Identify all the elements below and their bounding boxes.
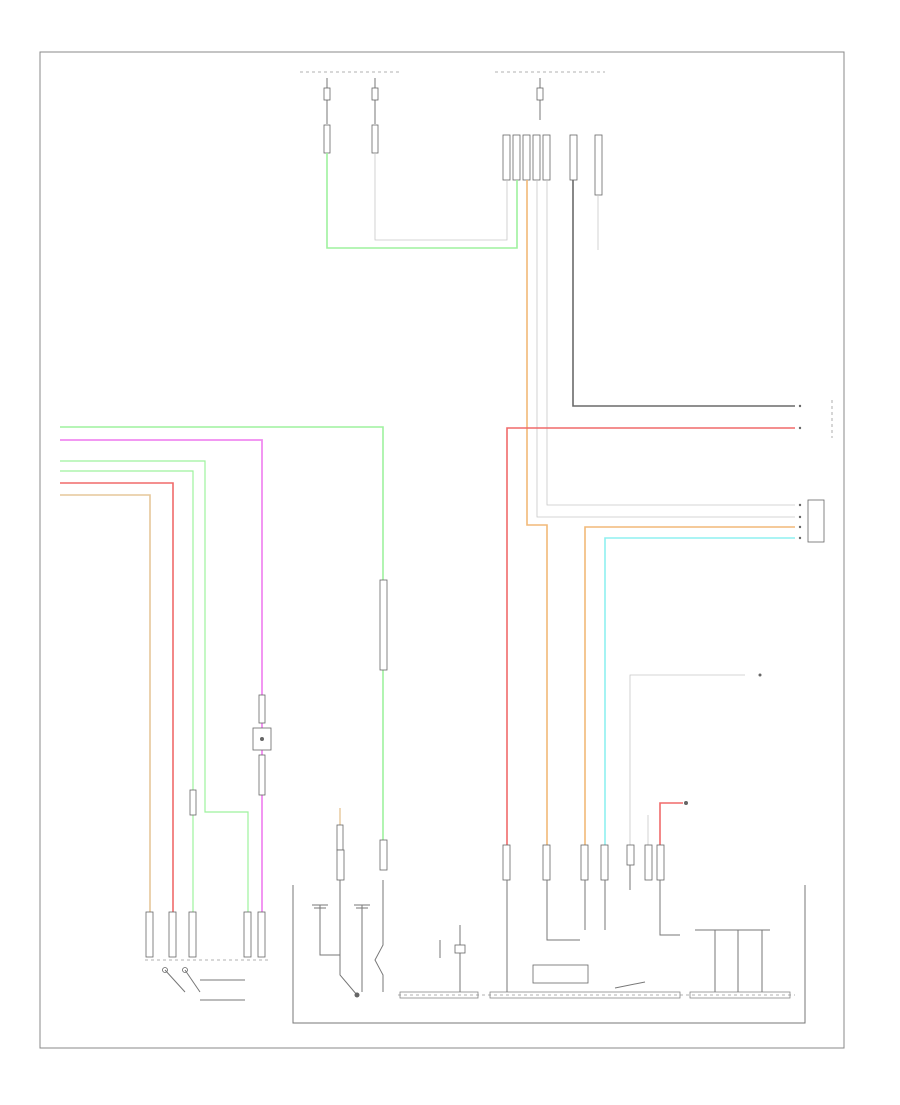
- bottom-unit: [292, 865, 806, 1024]
- connector-icon: [684, 400, 833, 805]
- fuse-box-group: [300, 71, 605, 124]
- green-wire: [60, 426, 384, 850]
- red-wire: [60, 482, 174, 950]
- magenta-wire: [60, 439, 263, 950]
- switch-icon: [145, 959, 270, 1001]
- switch-icon: [695, 929, 770, 992]
- cyan-wire: [604, 537, 795, 850]
- gray-wire: [374, 153, 508, 241]
- fuse-icon: [323, 78, 331, 124]
- connector-icon: [323, 124, 603, 196]
- fuse-icon: [536, 78, 544, 120]
- fuse-icon: [371, 78, 379, 124]
- diagram-frame: [39, 51, 845, 1049]
- tan-wire: [60, 494, 151, 950]
- connector-icon: [145, 839, 665, 958]
- green-wire: [326, 153, 518, 249]
- orange-wire: [526, 180, 548, 850]
- red-wire: [506, 427, 795, 850]
- wires: [60, 153, 795, 950]
- ground-icon: [354, 904, 370, 909]
- orange-wire: [584, 526, 795, 850]
- gray-wire: [536, 180, 795, 518]
- ground-icon: [312, 904, 328, 909]
- red-wire: [659, 802, 683, 850]
- gray-wire: [546, 180, 795, 506]
- black-wire: [572, 180, 795, 407]
- gray-wire: [629, 674, 745, 850]
- green-wire: [60, 460, 249, 950]
- connector-icon: [189, 579, 388, 851]
